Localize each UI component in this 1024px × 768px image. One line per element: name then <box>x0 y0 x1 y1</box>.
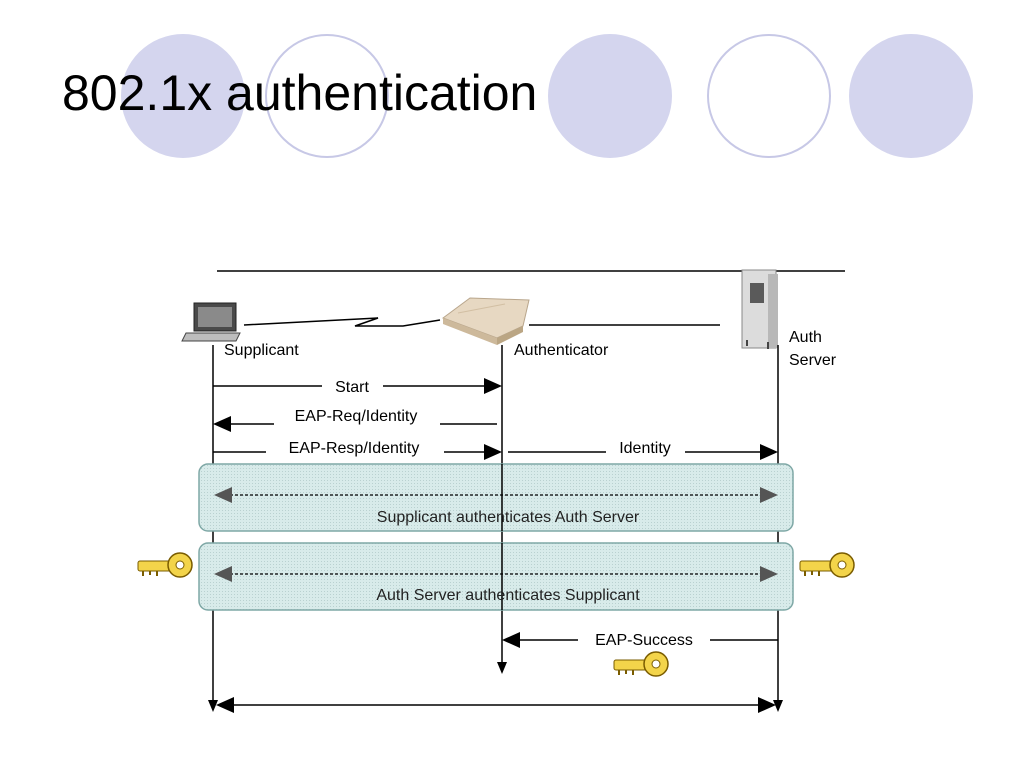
deco-circle-filled-3 <box>849 34 973 158</box>
message-start: Start <box>213 378 502 396</box>
deco-circle-filled-1 <box>121 34 245 158</box>
key-icon <box>613 651 669 677</box>
key-icon <box>137 552 193 578</box>
message-eap-req-identity: EAP-Req/Identity <box>213 408 497 432</box>
deco-circle-outline-1 <box>265 34 389 158</box>
slide-title: 802.1x authentication <box>62 65 538 121</box>
eap-success-label: EAP-Success <box>595 632 693 649</box>
band-server-authenticates-supplicant: Auth Server authenticates Supplicant <box>198 542 794 611</box>
supplicant-label: Supplicant <box>224 342 299 359</box>
authenticator-lifeline-arrowhead <box>497 662 507 674</box>
authenticator-label: Authenticator <box>514 342 609 359</box>
laptop-icon <box>181 302 241 342</box>
wireless-link <box>243 317 441 327</box>
eap-req-identity-label: EAP-Req/Identity <box>295 408 418 425</box>
deco-circle-outline-2 <box>707 34 831 158</box>
band1-label: Supplicant authenticates Auth Server <box>377 509 640 526</box>
session-double-arrow <box>216 697 776 713</box>
eap-resp-identity-label: EAP-Resp/Identity <box>289 440 420 457</box>
auth-server-lifeline-arrowhead <box>773 700 783 712</box>
message-eap-resp-identity: EAP-Resp/Identity <box>213 440 502 460</box>
key-icon <box>799 552 855 578</box>
deco-circle-filled-2 <box>548 34 672 158</box>
band2-label: Auth Server authenticates Supplicant <box>376 587 640 604</box>
auth-server-label-line2: Server <box>789 352 837 369</box>
message-identity: Identity <box>508 440 778 460</box>
identity-label: Identity <box>619 440 671 457</box>
access-point-icon <box>441 297 530 345</box>
band-supplicant-authenticates-server: Supplicant authenticates Auth Server <box>198 463 794 532</box>
message-eap-success: EAP-Success <box>502 632 778 649</box>
start-label: Start <box>335 379 369 396</box>
auth-server-label-line1: Auth <box>789 329 822 346</box>
supplicant-lifeline-arrowhead <box>208 700 218 712</box>
server-tower-icon <box>741 269 778 349</box>
